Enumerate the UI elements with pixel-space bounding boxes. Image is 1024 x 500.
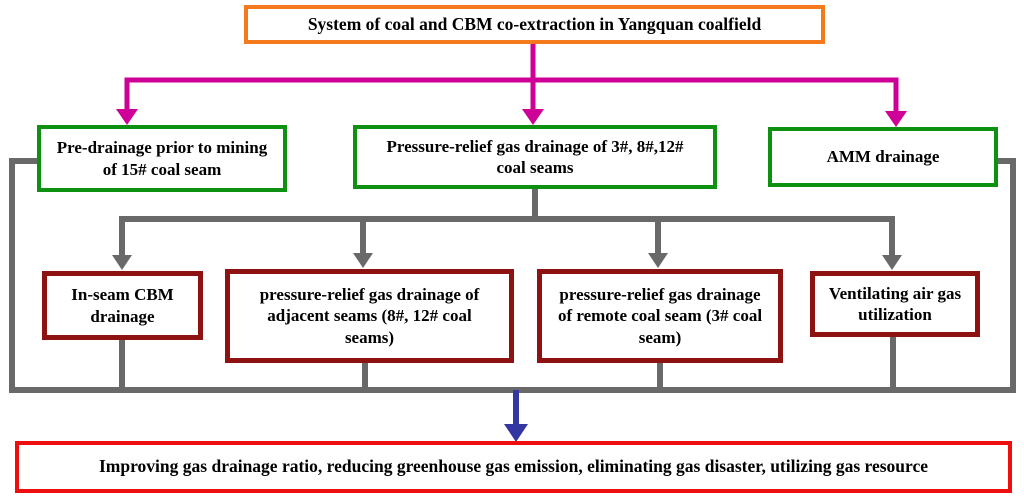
node-label: Pre-drainage prior to mining of 15# coal… — [56, 138, 268, 179]
arrow-down-icon — [882, 255, 902, 270]
node-label: AMM drainage — [826, 147, 940, 167]
node-ventilating-air-utilization: Ventilating air gas utilization — [810, 271, 980, 337]
arrow-down-icon — [116, 109, 138, 125]
node-label: pressure-relief gas drainage of adjacent… — [259, 285, 480, 347]
node-label: Pressure-relief gas drainage of 3#, 8#,1… — [386, 136, 684, 177]
node-label: In-seam CBM drainage — [71, 285, 174, 326]
node-pre-drainage: Pre-drainage prior to mining of 15# coal… — [37, 125, 287, 192]
node-amm-drainage: AMM drainage — [768, 127, 998, 187]
node-remote-seam-drainage: pressure-relief gas drainage of remote c… — [537, 269, 783, 363]
title-text: System of coal and CBM co-extraction in … — [307, 13, 762, 34]
gray-collector-connector — [9, 158, 1016, 393]
title-box: System of coal and CBM co-extraction in … — [244, 5, 825, 44]
magenta-connector — [116, 44, 907, 127]
outcome-text: Improving gas drainage ratio, reducing g… — [98, 456, 929, 477]
arrow-down-icon — [504, 424, 528, 442]
node-label: Ventilating air gas utilization — [828, 283, 962, 324]
node-in-seam-cbm-drainage: In-seam CBM drainage — [42, 271, 203, 340]
node-label: pressure-relief gas drainage of remote c… — [557, 285, 763, 347]
blue-outcome-connector — [504, 390, 528, 442]
outcome-box: Improving gas drainage ratio, reducing g… — [15, 441, 1012, 493]
arrow-down-icon — [522, 109, 544, 125]
arrow-down-icon — [112, 255, 132, 270]
arrow-down-icon — [648, 253, 668, 268]
node-adjacent-seams-drainage: pressure-relief gas drainage of adjacent… — [225, 269, 514, 363]
arrow-down-icon — [885, 111, 907, 127]
arrow-down-icon — [353, 253, 373, 268]
gray-branch-connector — [112, 188, 902, 270]
node-pressure-relief-drainage: Pressure-relief gas drainage of 3#, 8#,1… — [353, 125, 717, 189]
